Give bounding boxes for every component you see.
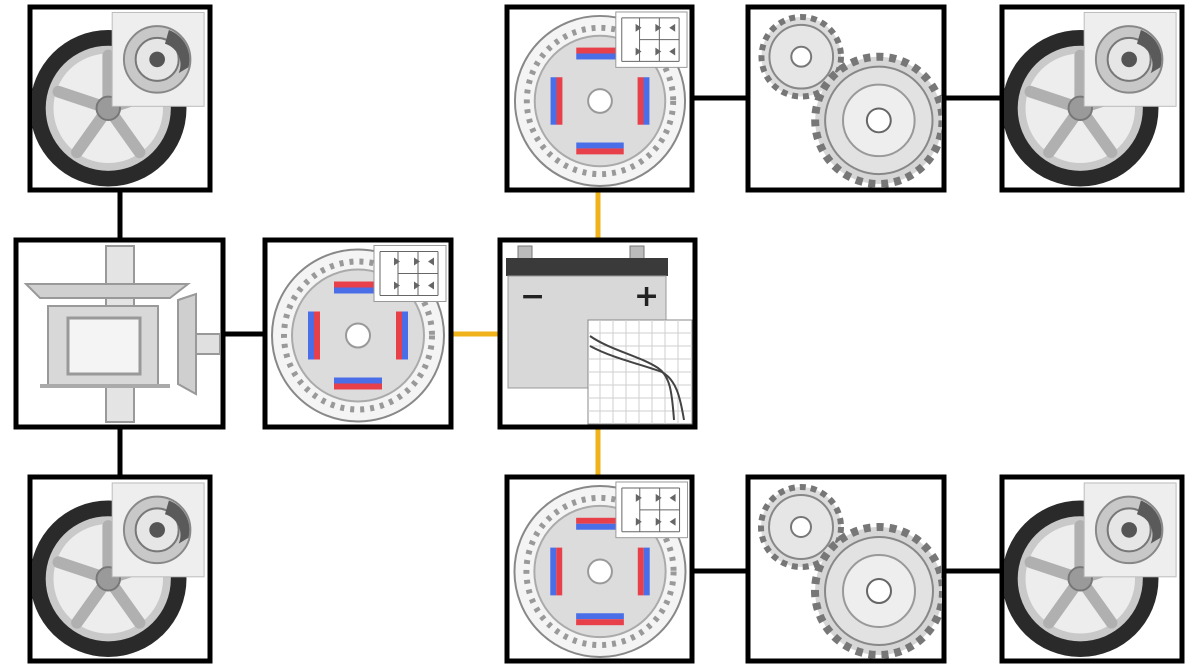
battery-icon: − + <box>506 245 693 425</box>
discharge-curve-icon <box>587 319 693 425</box>
battery: − + <box>497 237 698 430</box>
wheel-rear-bottom <box>27 474 213 664</box>
motor-rear <box>262 237 454 430</box>
wheel-front-bottom <box>999 474 1185 664</box>
wheel-front-top <box>999 4 1185 193</box>
motor-front-bottom <box>504 474 695 664</box>
electrical-links <box>451 190 601 477</box>
wheel-rear-top <box>27 4 213 193</box>
gearbox-top <box>745 4 947 193</box>
differential <box>13 237 226 430</box>
mechanical-links <box>117 95 1002 574</box>
battery-negative-label: − <box>520 279 545 314</box>
motor-front-top <box>504 4 695 193</box>
gearbox-bottom <box>745 474 947 664</box>
battery-positive-label: + <box>634 279 659 314</box>
